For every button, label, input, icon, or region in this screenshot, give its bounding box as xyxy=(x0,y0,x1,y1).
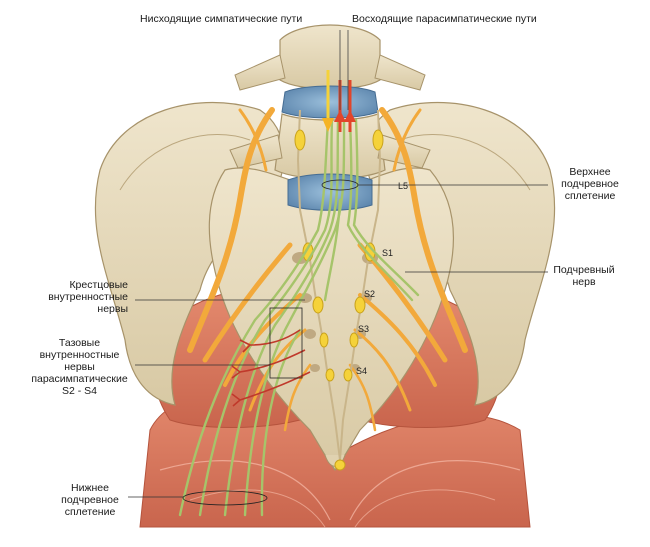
label-inferior-hypogastric-plexus: Нижнее подчревное сплетение xyxy=(61,482,119,518)
pelvic-splanchnic-nerves xyxy=(231,329,311,407)
sympathetic-trunk xyxy=(294,109,384,471)
label-hypogastric-nerve: Подчревный нерв xyxy=(553,264,615,288)
level-s3: S3 xyxy=(358,324,370,334)
label-ascending-parasympathetic: Восходящие парасимпатические пути xyxy=(352,13,537,25)
pathway-arrows xyxy=(322,30,356,132)
leader-lines xyxy=(128,184,548,498)
hypogastric-nerve-bundles xyxy=(178,118,420,517)
level-s4: S4 xyxy=(356,366,368,376)
lumbar-vertebra-l4 xyxy=(234,24,426,91)
level-l5: L5 xyxy=(398,181,409,191)
label-sacral-splanchnic-nerves: Крестцовые внутренностные нервы xyxy=(48,279,128,315)
label-pelvic-splanchnic-nerves: Тазовые внутренностные нервы парасимпати… xyxy=(31,337,128,397)
level-s1: S1 xyxy=(382,248,394,258)
label-superior-hypogastric-plexus: Верхнее подчревное сплетение xyxy=(561,166,619,202)
label-descending-sympathetic: Нисходящие симпатические пути xyxy=(140,13,303,25)
intervertebral-disc-upper xyxy=(281,85,379,119)
level-s2: S2 xyxy=(364,289,376,299)
inferior-hypogastric-plexus-outline xyxy=(182,490,268,506)
sacral-splanchnic-outline xyxy=(269,307,303,379)
